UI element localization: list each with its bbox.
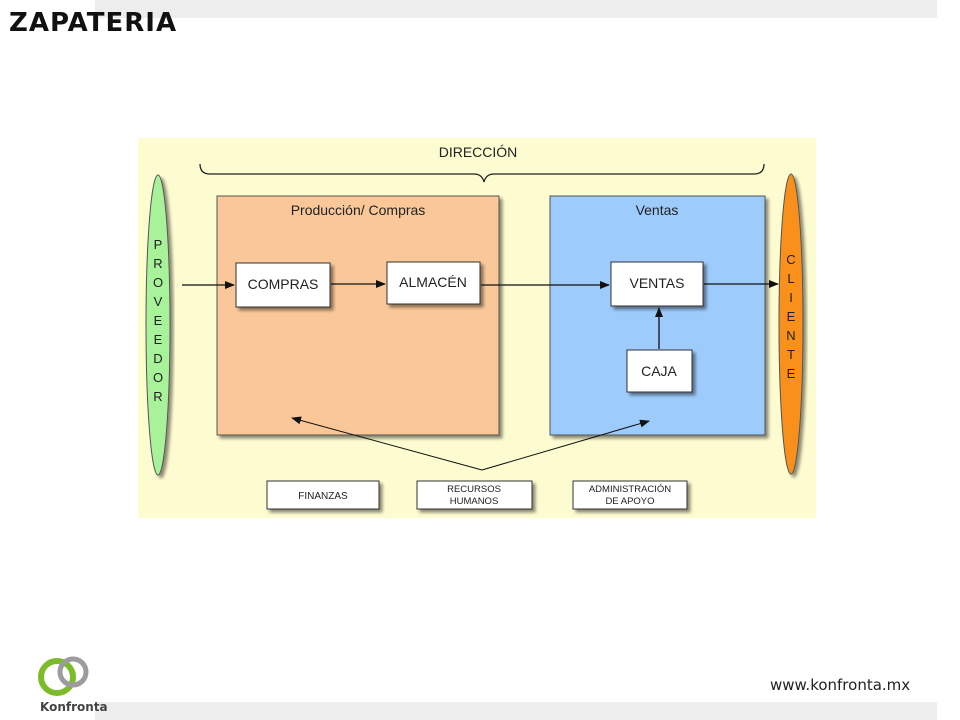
page-title: ZAPATERIA (9, 8, 178, 38)
proveedor-ellipse (145, 174, 171, 476)
produccion-title: Producción/ Compras (291, 202, 426, 218)
ventas-box: VENTAS (610, 261, 704, 307)
direccion-label: DIRECCIÓN (439, 144, 518, 160)
almacen-label: ALMACÉN (399, 274, 467, 290)
cliente-letter: L (787, 271, 794, 286)
finanzas-label: FINANZAS (298, 491, 348, 502)
website-url[interactable]: www.konfronta.mx (770, 676, 911, 694)
almacen-box: ALMACÉN (386, 261, 481, 305)
proveedor-letter: E (154, 313, 163, 328)
administracion-apoyo-box: ADMINISTRACIÓN DE APOYO (572, 480, 688, 510)
proveedor-letter: O (153, 275, 163, 290)
caja-box: CAJA (626, 349, 693, 393)
ventas-panel (549, 195, 766, 436)
produccion-panel (216, 195, 500, 436)
cliente-letter: E (787, 309, 796, 324)
cliente-letter: E (787, 366, 796, 381)
process-diagram: DIRECCIÓN Producción/ Compras Ventas P R… (138, 138, 816, 518)
compras-box: COMPRAS (235, 262, 331, 308)
caja-label: CAJA (641, 363, 677, 379)
cliente-letter: I (789, 290, 793, 305)
cliente-letter: T (787, 347, 795, 362)
cliente-letters: C L I E N T E (786, 252, 795, 381)
cliente-letter: C (786, 252, 795, 267)
top-bar (95, 0, 937, 18)
admin-label-line1: ADMINISTRACIÓN (589, 484, 671, 495)
recursos-label-line1: RECURSOS (447, 484, 501, 495)
proveedor-letter: R (153, 256, 162, 271)
proveedor-letter: V (154, 294, 163, 309)
cliente-ellipse (778, 173, 804, 475)
admin-label-line2: DE APOYO (605, 496, 654, 507)
ventas-label: VENTAS (630, 275, 685, 291)
compras-label: COMPRAS (248, 276, 319, 292)
proveedor-letter: P (154, 237, 163, 252)
cliente-letter: N (786, 328, 795, 343)
recursos-label-line2: HUMANOS (450, 496, 499, 507)
proveedor-letters: P R O V E E D O R (153, 237, 163, 404)
recursos-humanos-box: RECURSOS HUMANOS (416, 480, 533, 510)
proveedor-letter: D (153, 351, 162, 366)
arrow-support-ventas (481, 419, 650, 471)
arrow-support-produccion (291, 416, 483, 471)
bottom-bar (95, 702, 937, 720)
proveedor-letter: E (154, 332, 163, 347)
konfronta-logo-icon (38, 656, 89, 696)
logo-text: Konfronta (40, 700, 108, 714)
finanzas-box: FINANZAS (266, 480, 380, 510)
proveedor-letter: O (153, 370, 163, 385)
proveedor-letter: R (153, 389, 162, 404)
direccion-brace (199, 163, 765, 183)
ventas-panel-title: Ventas (636, 202, 679, 218)
